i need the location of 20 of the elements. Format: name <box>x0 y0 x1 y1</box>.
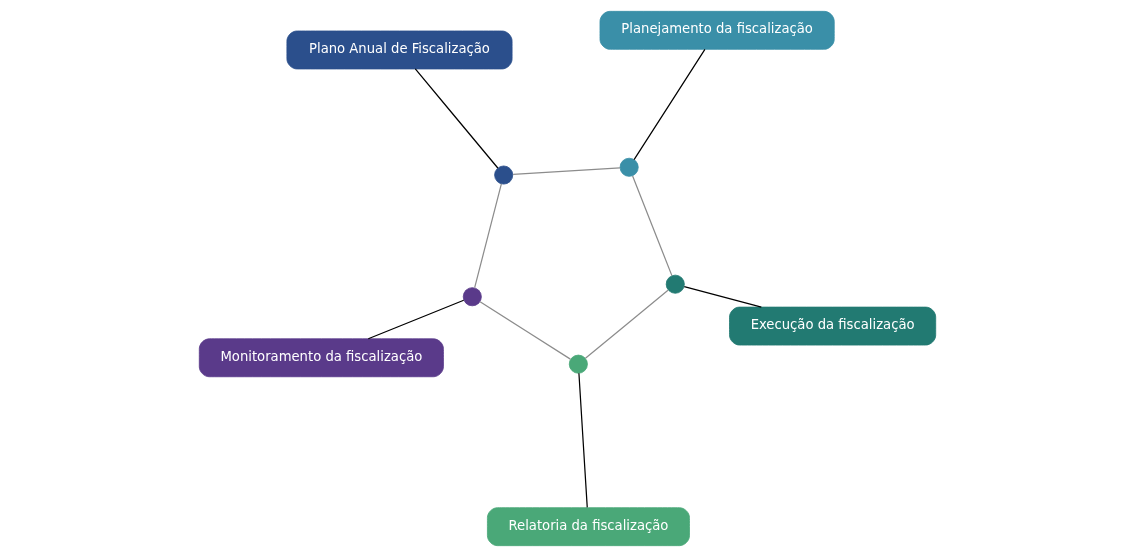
connector <box>683 285 762 308</box>
connector <box>474 183 502 289</box>
node-box: Plano Anual de Fiscalização <box>286 30 513 70</box>
node-circle <box>568 354 588 374</box>
node-box: Monitoramento da fiscalização <box>198 338 444 378</box>
node-box: Execução da fiscalização <box>729 306 937 346</box>
node-circle <box>619 157 639 177</box>
connector <box>367 299 465 340</box>
connector <box>584 289 669 359</box>
node-box: Relatoria da fiscalização <box>487 507 690 547</box>
connector <box>578 372 588 508</box>
connector <box>479 301 571 360</box>
connector <box>512 167 621 176</box>
connector <box>632 175 673 277</box>
node-circle <box>462 287 482 307</box>
connector <box>633 48 706 161</box>
connector <box>414 68 499 169</box>
node-circle <box>665 274 685 294</box>
node-box: Planejamento da fiscalização <box>599 10 835 50</box>
node-circle <box>494 165 514 185</box>
